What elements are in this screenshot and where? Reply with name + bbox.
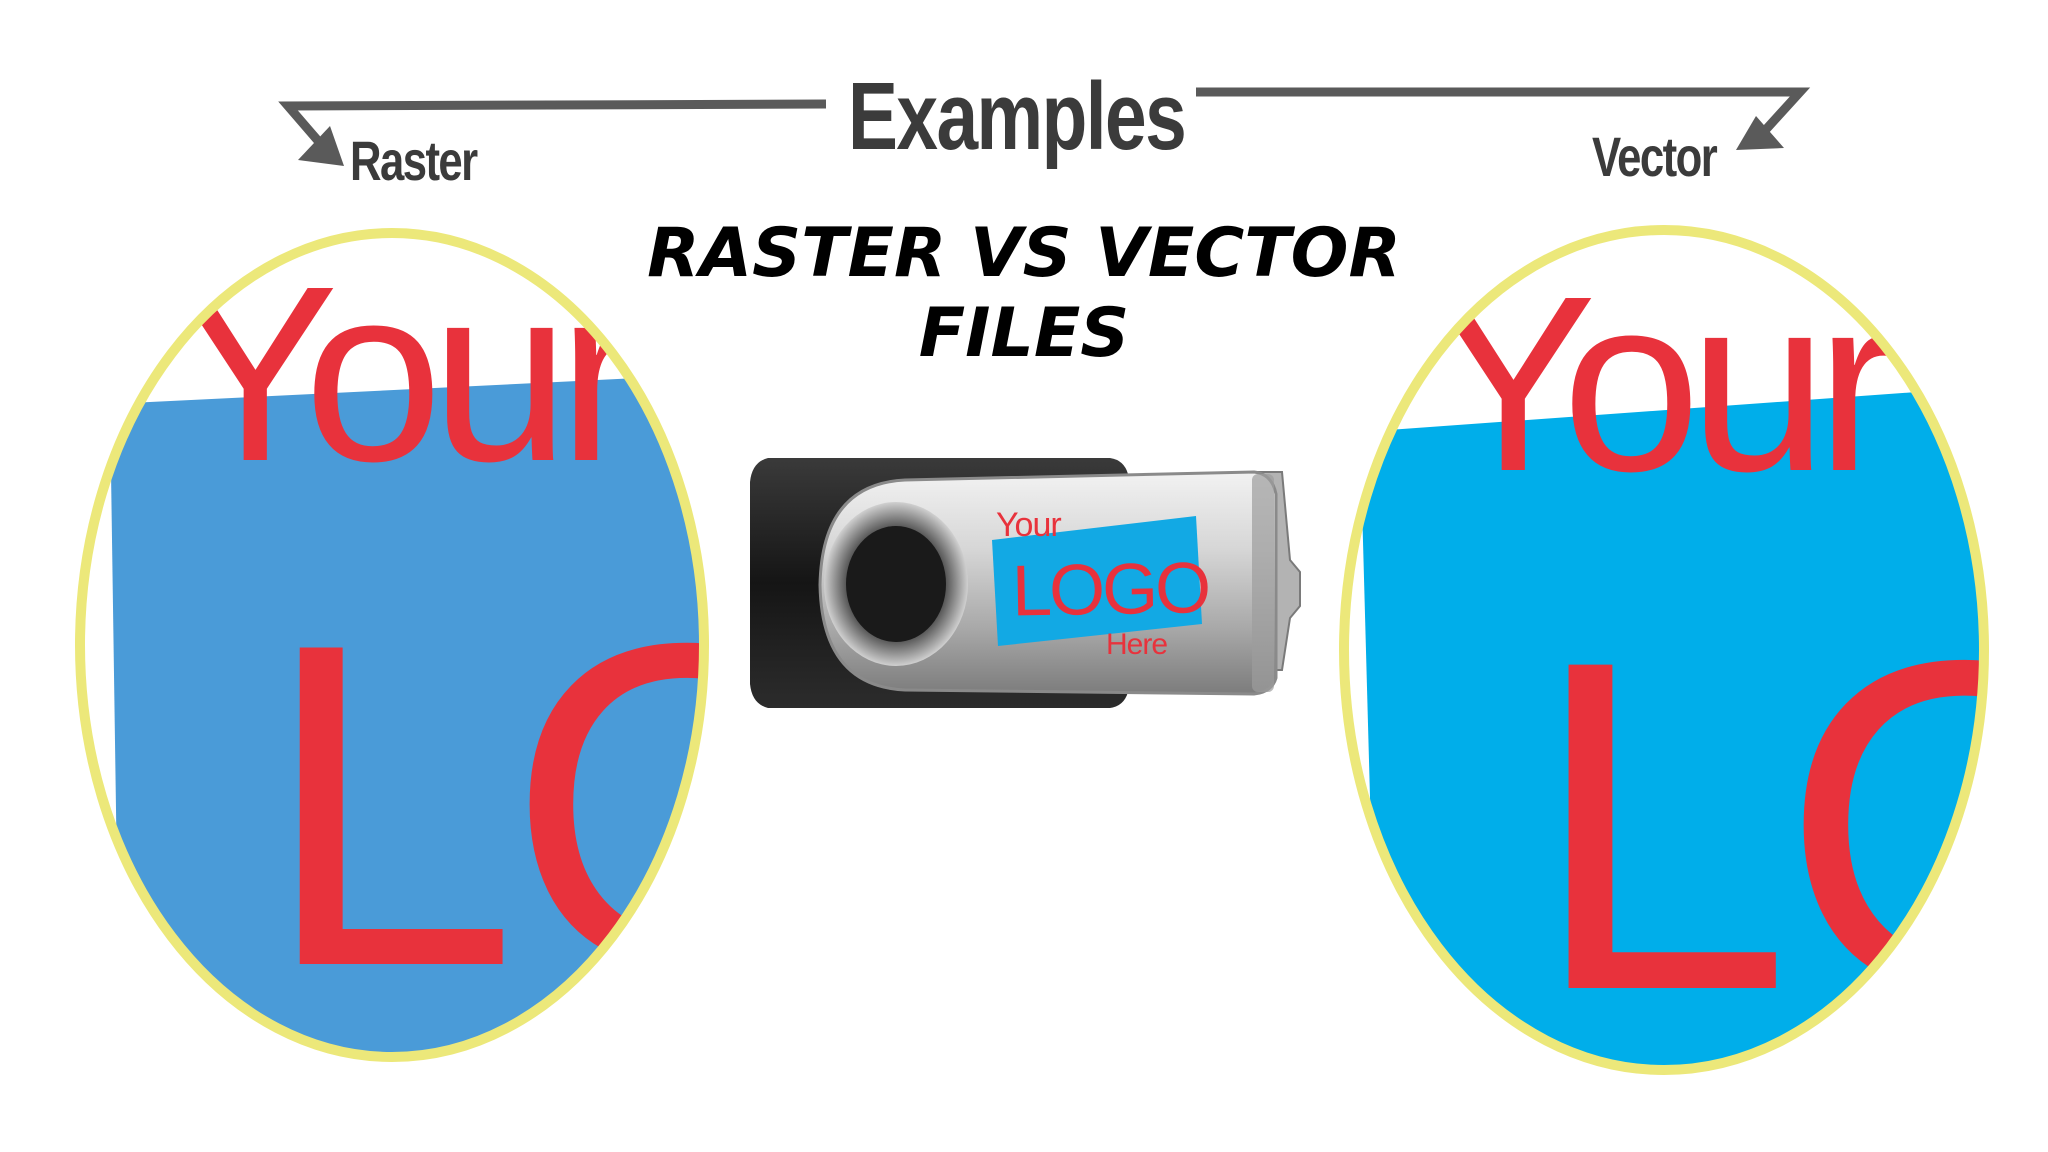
raster-word-your: Your [172,234,638,513]
page-title-line-2: FILES [918,294,1130,373]
examples-arrow-connector [278,87,1811,166]
left-arrow-line [278,99,827,153]
usb-logo-blue-patch [992,516,1202,646]
right-arrow-head [1736,116,1784,150]
usb-swivel-edge [1252,474,1274,692]
raster-ellipse-ring [75,228,709,1062]
left-arrow-head [298,126,344,166]
usb-logo-main: LOGO [1011,548,1208,631]
vector-ellipse-ring [1339,225,1989,1075]
usb-drive: Your LOGO Here [750,458,1301,708]
vector-label: Vector [1592,125,1718,188]
vector-word-lo: LO [1530,563,2048,1088]
page-title: RASTER VS VECTOR FILES [574,214,1474,374]
vector-blue-field [1360,386,1984,1070]
usb-logo-here: Here [1106,628,1167,661]
raster-blue-field [110,374,704,1057]
raster-label: Raster [350,129,478,192]
usb-hole [846,526,946,642]
usb-logo-your: Your [996,506,1061,544]
right-arrow-line [1196,87,1811,140]
vector-zoom: Your LO [1339,225,2048,1088]
examples-label: Examples [848,63,1187,170]
page-title-line-1: RASTER VS VECTOR [647,214,1401,293]
